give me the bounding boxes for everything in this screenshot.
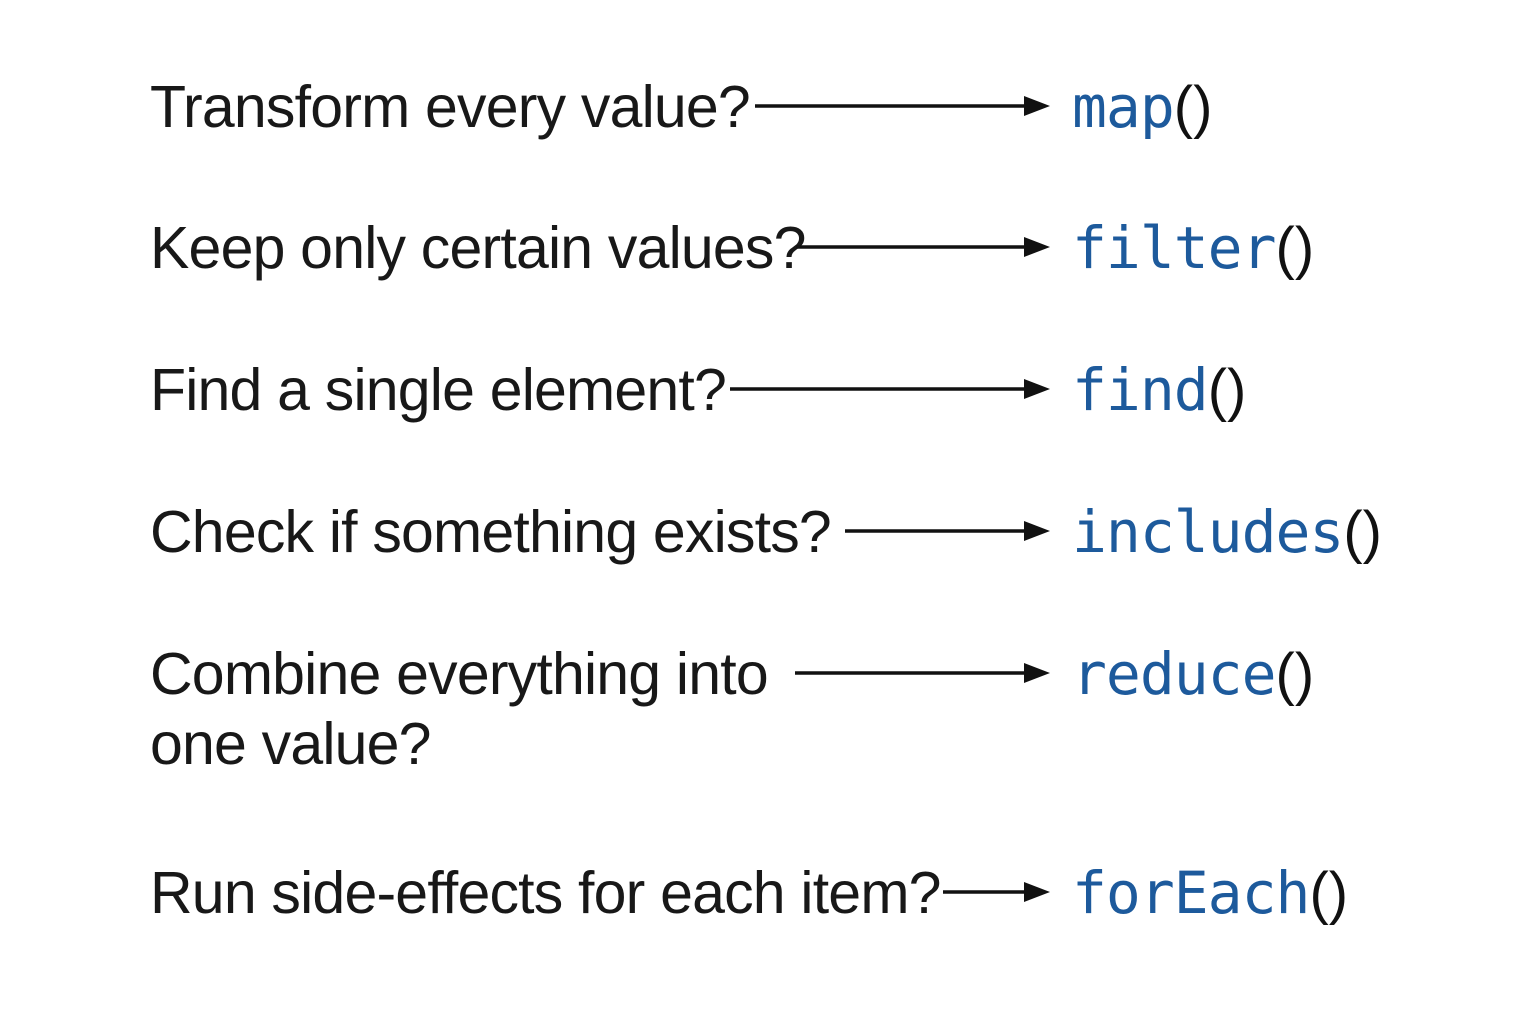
method-label: includes(): [1072, 497, 1382, 568]
method-name: find: [1072, 356, 1209, 424]
arrow-right-icon: [845, 518, 1050, 544]
question-label: Transform every value?: [150, 74, 751, 140]
question-label: Find a single element?: [150, 357, 727, 423]
method-name: filter: [1072, 214, 1277, 282]
method-parentheses: (): [1173, 75, 1213, 140]
question-label: Check if something exists?: [150, 499, 832, 565]
method-name: forEach: [1072, 859, 1310, 927]
method-parentheses: (): [1275, 642, 1315, 707]
method-parentheses: (): [1343, 500, 1382, 565]
method-name: map: [1072, 73, 1175, 141]
method-label: reduce(): [1072, 639, 1314, 710]
method-name: reduce: [1072, 640, 1277, 708]
arrow-right-icon: [755, 93, 1050, 119]
method-label: find(): [1072, 355, 1246, 426]
arrow-right-icon: [796, 234, 1050, 260]
method-label: filter(): [1072, 213, 1314, 284]
method-parentheses: (): [1275, 216, 1315, 281]
method-label: map(): [1072, 72, 1212, 143]
method-name: includes: [1072, 498, 1344, 566]
method-label: forEach(): [1072, 858, 1348, 929]
question-label: Run side-effects for each item?: [150, 860, 941, 926]
question-label: Combine everything into one value?: [150, 641, 769, 777]
arrow-right-icon: [943, 879, 1050, 905]
arrow-right-icon: [730, 376, 1050, 402]
arrow-right-icon: [795, 660, 1050, 686]
method-parentheses: (): [1309, 861, 1349, 926]
method-parentheses: (): [1207, 358, 1247, 423]
question-label: Keep only certain values?: [150, 215, 806, 281]
